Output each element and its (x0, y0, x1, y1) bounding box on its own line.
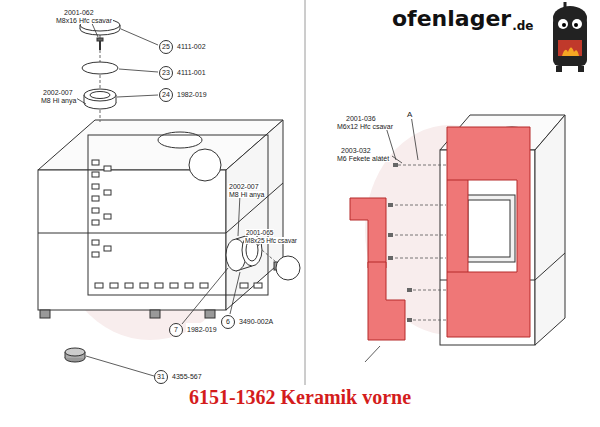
part-description: M6 Fekete alátét (336, 155, 390, 162)
label-holder: M8 Hi anya (228, 184, 265, 200)
callout-number: 24 (159, 88, 173, 102)
part-number: 2002-007 (42, 89, 74, 96)
stove-rear-view (38, 19, 300, 376)
callout: 314355-567 (154, 370, 203, 388)
callout: 63490-002A (221, 315, 274, 333)
part-number: 4111-002 (176, 40, 207, 54)
part-description: M6x12 Hfc csavar (336, 123, 394, 130)
logo-mascot (553, 2, 587, 72)
part-number: 3490-002A (238, 315, 274, 329)
logo-text: ofenlager (392, 6, 511, 31)
label-holder: 2001-065 (245, 222, 274, 238)
callout-number: 25 (159, 40, 173, 54)
part-number: 2002-007 (228, 183, 260, 190)
label-holder: M8 Hi anya (40, 90, 77, 106)
callout: 254111-002 (159, 40, 207, 58)
callout-number: 6 (221, 315, 235, 329)
caption: 6151-1362 Keramik vorne (189, 386, 411, 408)
label-holder: A (406, 104, 413, 120)
detail-letter: A (406, 110, 413, 119)
part-number: 4111-001 (176, 66, 207, 80)
label-holder: M8x25 Hfc csavar (244, 230, 298, 246)
logo-suffix: .de (512, 19, 533, 33)
callout-number: 7 (169, 323, 183, 337)
part-description: M8x25 Hfc csavar (244, 237, 298, 244)
label-holder: 2002-007 (228, 176, 260, 192)
label-holder: M6x12 Hfc csavar (336, 116, 394, 132)
part-number: 2001-065 (245, 229, 274, 236)
label-holder: M8x16 Hfc csavar (55, 10, 113, 26)
label-holder: .de (512, 17, 533, 33)
label-holder: 2001-036 (345, 108, 377, 124)
label-holder: 2001-062 (63, 2, 95, 18)
ceramic-upper (350, 198, 386, 268)
callout: 234111-001 (159, 66, 207, 84)
part-number: 2001-062 (63, 9, 95, 16)
label-holder: ofenlager (392, 8, 511, 30)
stove-front-view (350, 115, 565, 362)
part-number: 2001-036 (345, 115, 377, 122)
callout-number: 31 (154, 370, 168, 384)
callout-number: 23 (159, 66, 173, 80)
label-holder: 2003-032 (340, 140, 372, 156)
label-holder: M6 Fekete alátét (336, 148, 390, 164)
part-number: 4355-567 (171, 370, 203, 384)
part-number: 1982-019 (176, 88, 208, 102)
part-number: 1982-019 (186, 323, 218, 337)
label-holder: 2002-007 (42, 82, 74, 98)
part-description: M8 Hi anya (228, 191, 265, 198)
callout: 241982-019 (159, 88, 208, 106)
caption-holder: 6151-1362 Keramik vorne (0, 386, 600, 409)
ceramic-lower (368, 262, 405, 340)
ceramic-frame (447, 127, 530, 337)
divider (305, 0, 306, 385)
part-number: 2003-032 (340, 147, 372, 154)
part-description: M8x16 Hfc csavar (55, 17, 113, 24)
part-description: M8 Hi anya (40, 97, 77, 104)
callout: 71982-019 (169, 323, 218, 341)
